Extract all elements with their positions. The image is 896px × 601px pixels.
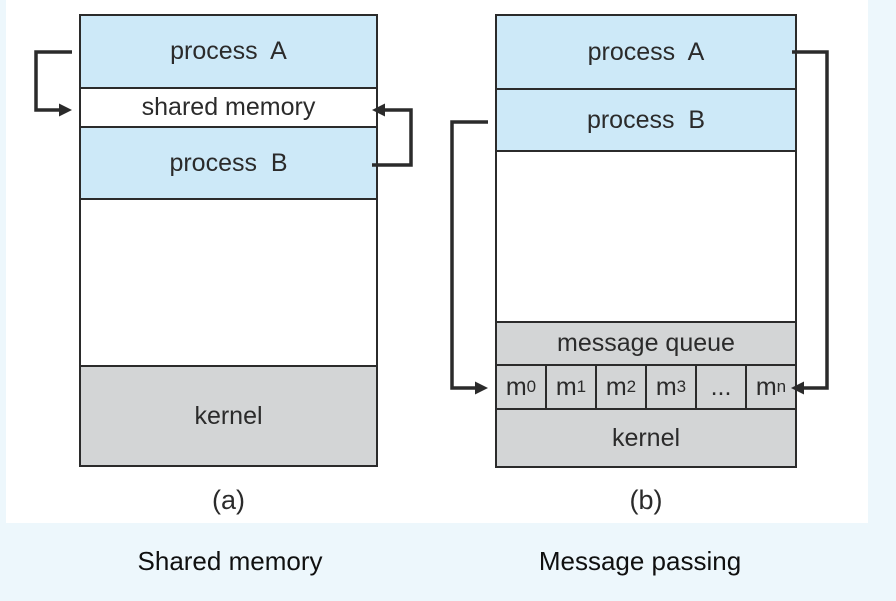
figure-panel: process A shared memory process B kernel… [6, 0, 868, 523]
message-cell-base: m [655, 372, 677, 401]
message-cell-base: m [755, 372, 777, 401]
diagram-b-kernel: kernel [497, 410, 795, 466]
diagram-a-process-a: process A [81, 16, 376, 89]
diagram-a-kernel: kernel [81, 367, 376, 465]
caption-shared-memory: Shared memory [137, 546, 323, 576]
message-cell-base: m [505, 372, 527, 401]
diagram-a-empty-region [81, 200, 376, 367]
diagram-b-empty-region [497, 152, 795, 323]
message-cell-ellipsis: ... [697, 366, 747, 408]
caption-message-passing: Message passing [538, 546, 742, 576]
diagram-b-process-b: process B [497, 90, 795, 152]
diagram-a-memory-box: process A shared memory process B kernel [79, 14, 378, 467]
diagram-b-message-queue-header: message queue [497, 323, 795, 366]
diagram-a-figure-label: (a) [212, 485, 245, 515]
diagram-b-figure-label: (b) [629, 485, 663, 515]
diagram-b-process-a: process A [497, 16, 795, 90]
diagram-a-shared-memory: shared memory [81, 89, 376, 128]
message-cell-base: m [555, 372, 577, 401]
diagram-a-process-b: process B [81, 128, 376, 200]
message-cell-base: ... [710, 372, 732, 401]
message-cell-base: m [605, 372, 627, 401]
